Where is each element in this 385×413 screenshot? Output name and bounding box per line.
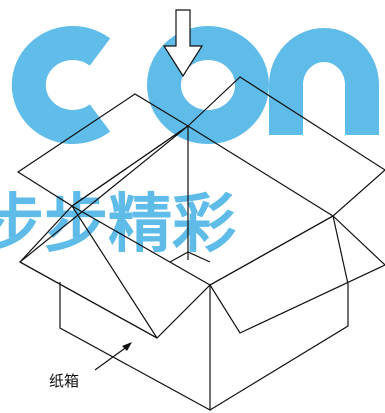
leader-arrowhead bbox=[122, 342, 132, 351]
box-left-face bbox=[59, 282, 211, 412]
box-label: 纸箱 bbox=[49, 372, 80, 390]
down-arrow-icon bbox=[162, 9, 204, 78]
left-front-flap bbox=[18, 125, 189, 339]
back-flap bbox=[16, 93, 190, 207]
box-right-face bbox=[209, 284, 349, 411]
front-right-flap bbox=[209, 215, 385, 334]
right-flap bbox=[187, 76, 385, 217]
label-leader bbox=[94, 345, 129, 371]
